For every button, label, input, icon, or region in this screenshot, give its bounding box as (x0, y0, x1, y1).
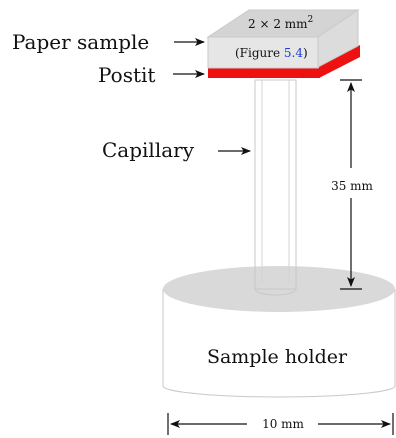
width-dimension-label: 10 mm (262, 417, 304, 431)
label-postit: Postit (98, 63, 205, 87)
paper-sample-block: 2 × 2 mm2 (Figure 5.4) (206, 9, 360, 69)
sample-holder-label: Sample holder (207, 346, 348, 368)
sample-holder: Sample holder (162, 266, 396, 398)
paper-sample-front (207, 36, 319, 69)
postit-label: Postit (98, 63, 155, 87)
label-paper-sample: Paper sample (12, 30, 205, 54)
paper-dimension-label: 2 × 2 mm2 (248, 15, 313, 31)
capillary-label: Capillary (102, 138, 195, 162)
capillary-bottom-ellipse (254, 288, 297, 296)
width-dimension: 10 mm (167, 413, 394, 435)
postit-layer (208, 45, 360, 78)
capillary-tube (254, 79, 297, 296)
figure-link[interactable]: 5.4 (284, 46, 303, 60)
paper-sample-label: Paper sample (12, 30, 149, 54)
label-capillary: Capillary (102, 138, 251, 162)
figure-reference: (Figure 5.4) (235, 46, 308, 60)
sample-holder-body (162, 289, 396, 398)
height-dimension: 35 mm (331, 79, 374, 290)
postit-front (208, 68, 320, 78)
postit-side (319, 45, 360, 78)
height-dimension-label: 35 mm (331, 179, 373, 193)
capillary-outer (254, 79, 297, 290)
